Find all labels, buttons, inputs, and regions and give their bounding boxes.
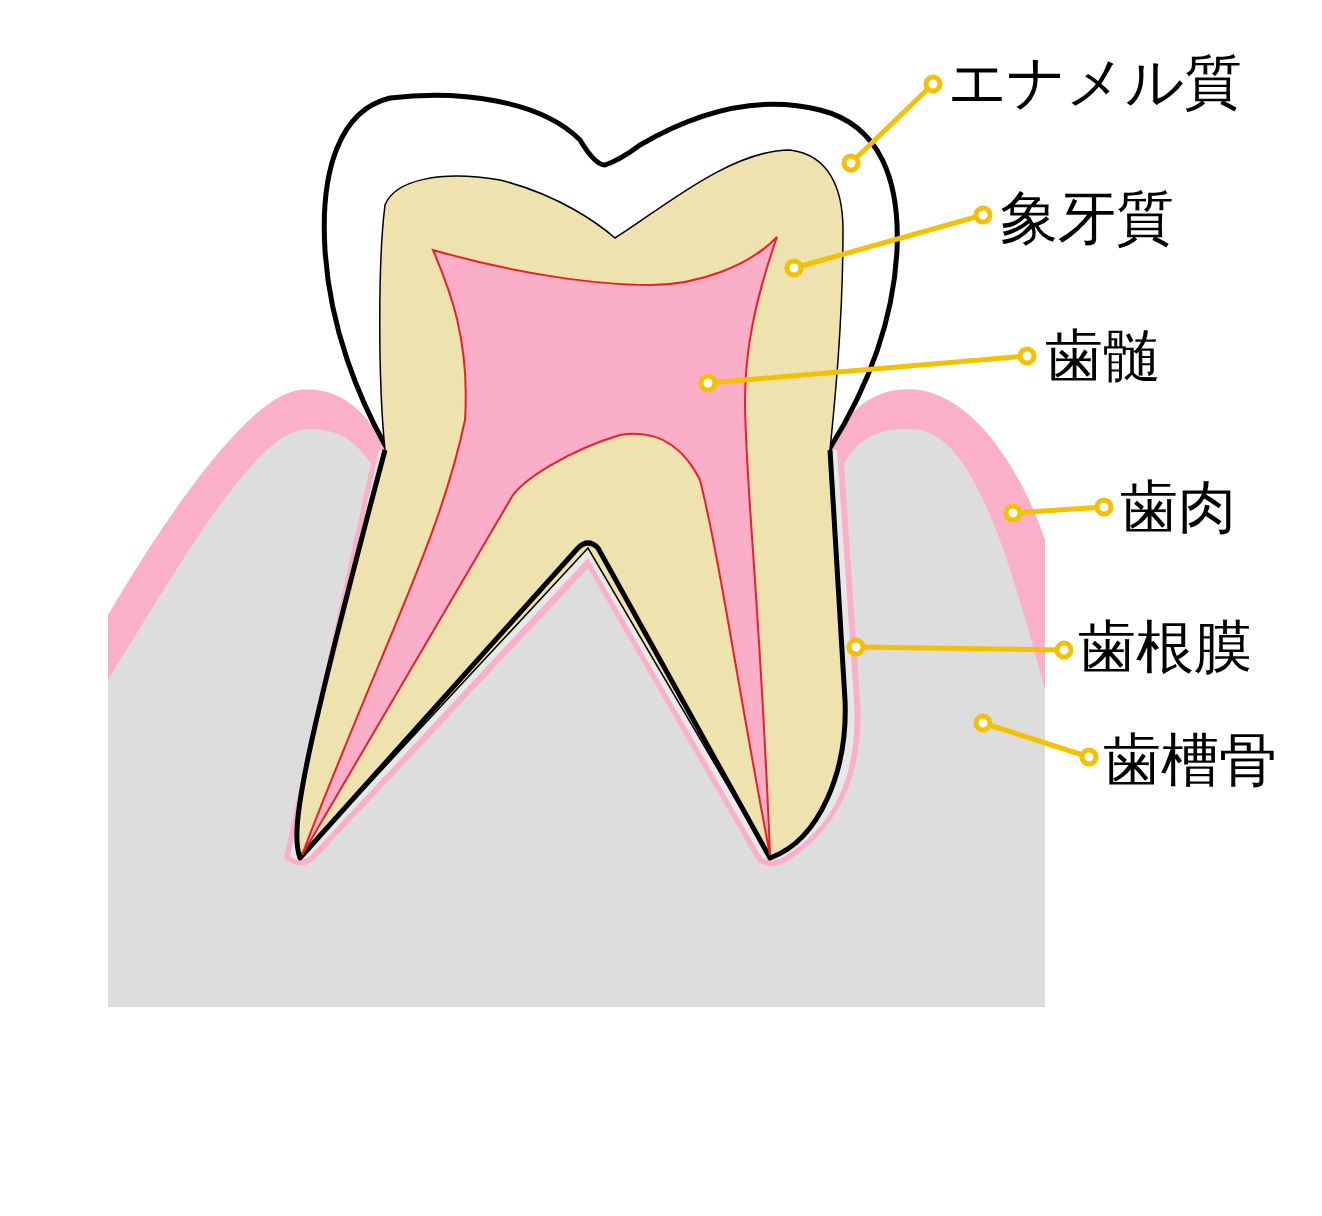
part-label: 歯髄 xyxy=(1045,327,1161,385)
part-label: 歯根膜 xyxy=(1078,618,1252,676)
dentin xyxy=(297,150,845,858)
part-label: 歯肉 xyxy=(1120,478,1236,536)
part-label: エナメル質 xyxy=(948,53,1242,111)
leader-lines xyxy=(701,77,1111,764)
part-label: 象牙質 xyxy=(1000,189,1174,247)
pulp xyxy=(302,237,777,855)
part-label: 歯槽骨 xyxy=(1103,731,1277,789)
